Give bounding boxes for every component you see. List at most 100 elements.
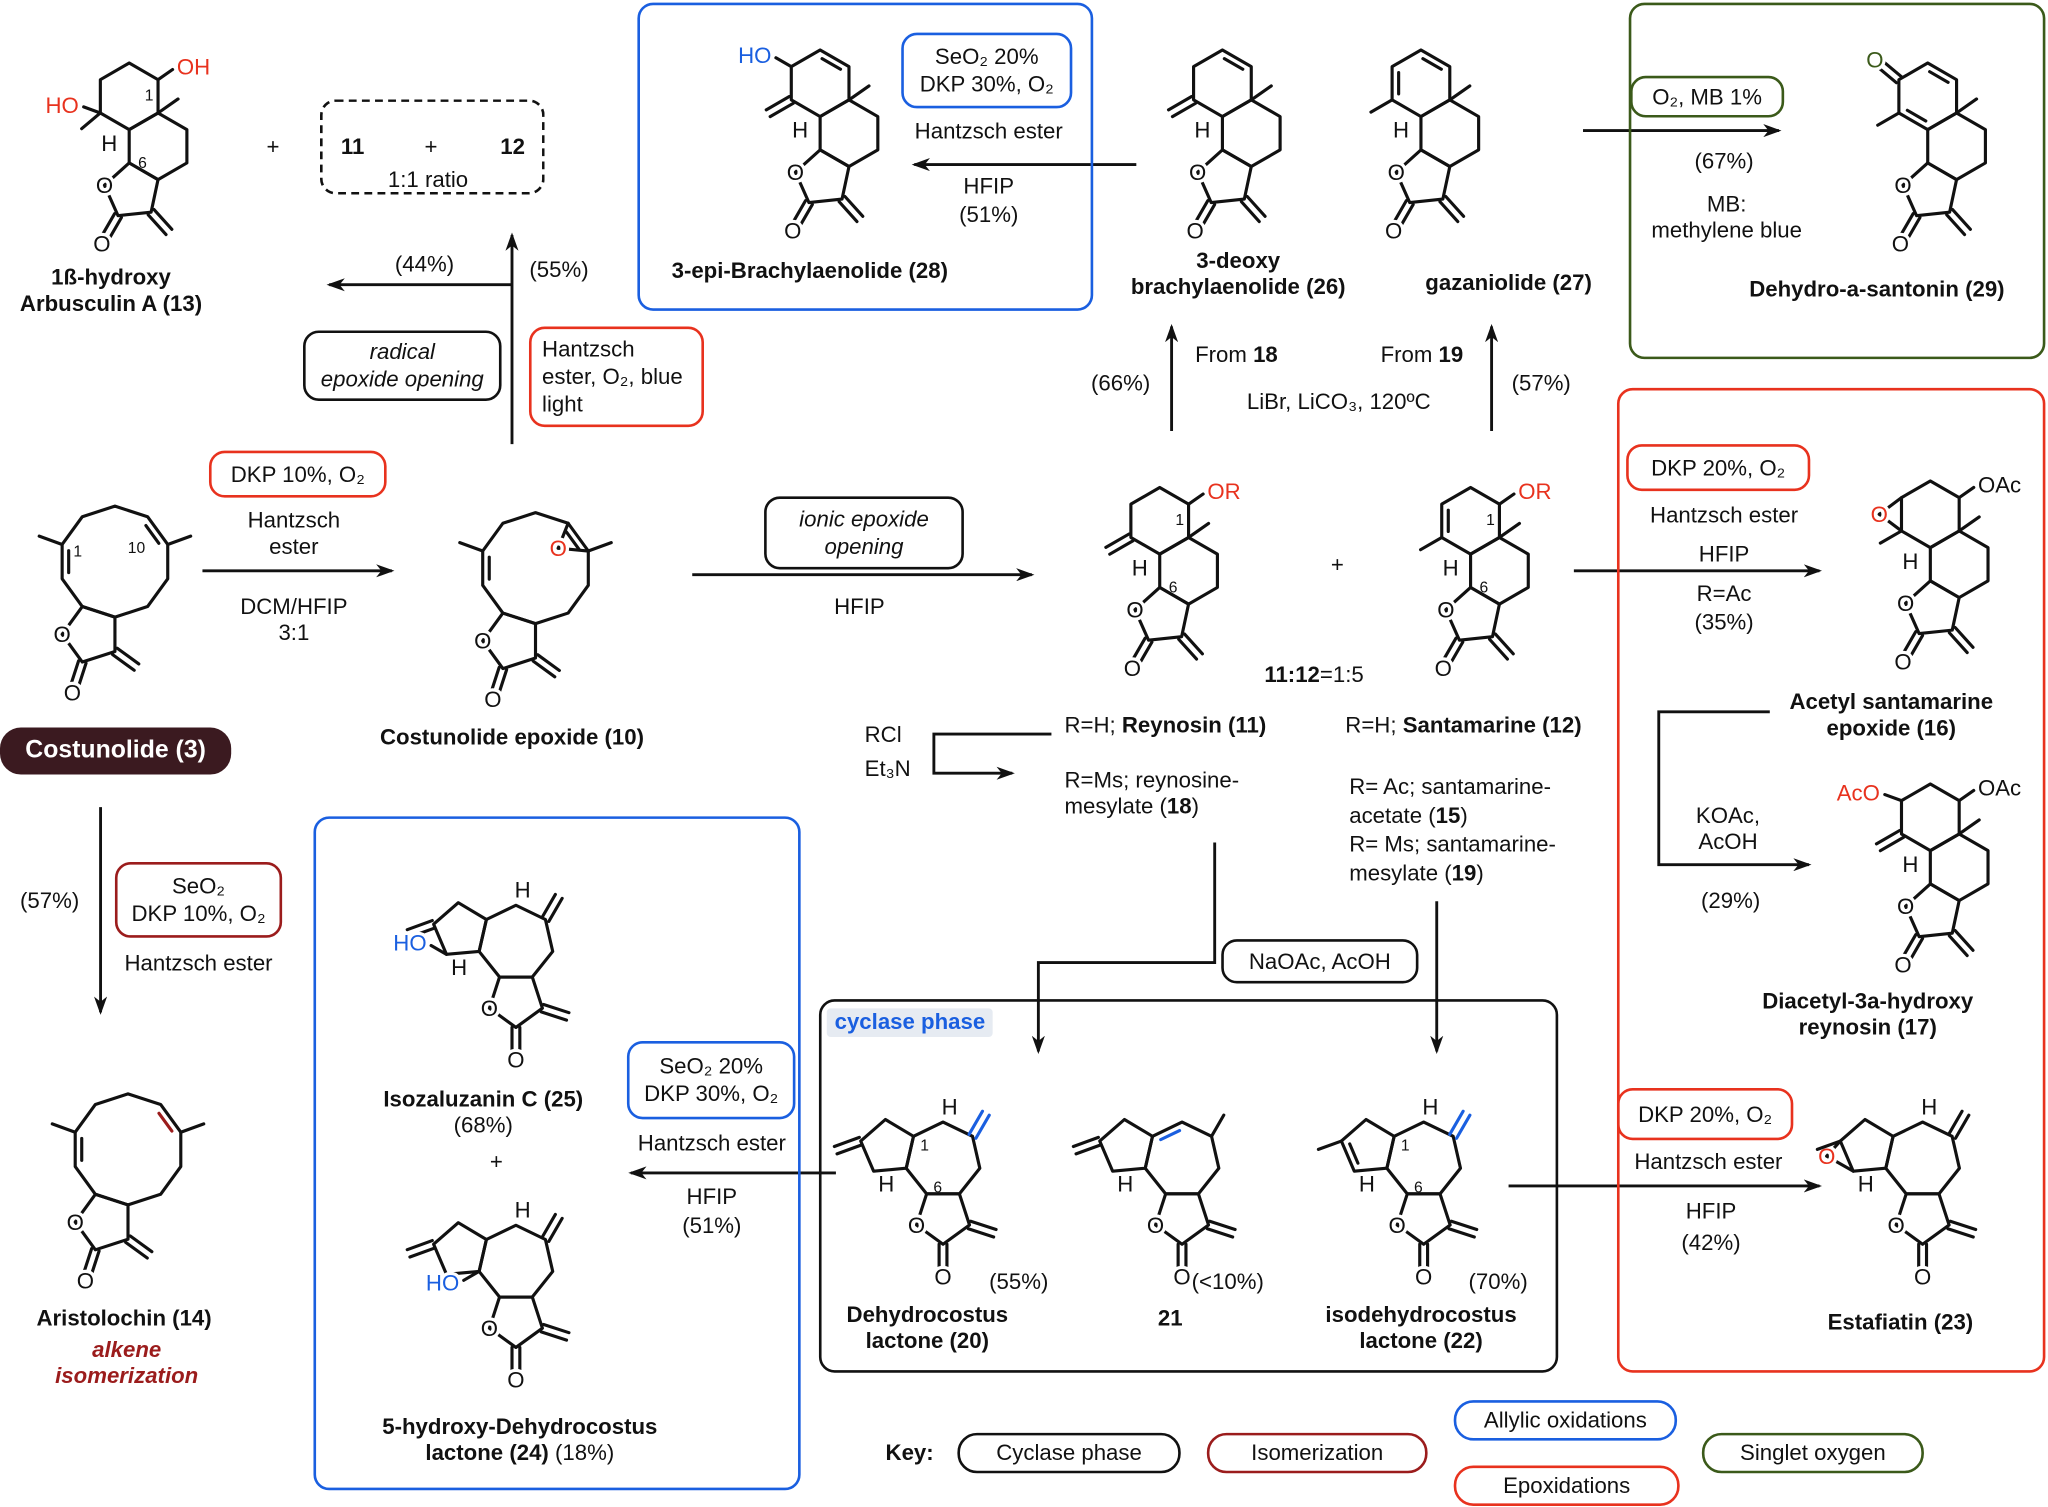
plus-sign: + [1330,552,1344,578]
atom-label: O [1435,656,1452,681]
methyl [586,541,613,553]
substituent-bond [156,67,175,82]
five-ring [432,901,488,956]
atom-label: OH [177,54,210,79]
atom-label: O [908,1213,925,1238]
exo-methylene [540,1212,557,1240]
exo-methylene [1493,632,1515,656]
lactone-ring [1196,148,1253,205]
exo-methylene [408,1246,437,1259]
exo-methylene [768,101,795,119]
atom-label: H [1422,1094,1438,1119]
exo-methylene [536,653,561,673]
atom-label: O [481,996,498,1021]
atom-label: O [550,536,567,561]
methyl [1316,1139,1343,1151]
arrow-18-to-cyclase [1031,842,1217,1055]
substituent-bond [774,56,793,69]
angular-methyl [1957,515,1981,533]
five-ring [859,1117,916,1173]
compound-25-name: Isozaluzanin C (25)(68%) [383,1086,584,1138]
atom-number-label: 6 [1480,580,1489,597]
r12-text: R=H; Santamarine (12) [1345,713,1582,738]
methyl [1876,111,1901,127]
ratio-note: 1:1 ratio [387,167,469,192]
angular-methyl [1955,97,1979,115]
carbonyl-bond [1906,216,1922,241]
key-label: Key: [885,1440,934,1466]
exo-methylene [966,1227,996,1239]
arrow-16-to-17 [1657,710,1812,872]
lactone-ring [1153,1192,1211,1246]
seo2-reagent-box: SeO₂ 20%DKP 30%, O₂ [626,1040,796,1120]
exo-methylene [835,1143,864,1156]
dkp20-reagent-box: DKP 20%, O₂ [1626,444,1811,492]
exo-methylene [1239,200,1261,224]
dkp20-reagent-box: DKP 20%, O₂ [1616,1087,1794,1141]
mb-note: MB:methylene blue [1651,191,1802,243]
methyl [37,534,64,547]
exo-methylene [1438,200,1460,224]
exo-methylene [152,207,174,231]
exo-methylene [832,1135,861,1149]
exo-methylene [124,1240,149,1260]
exo-methylene [1177,637,1199,661]
substituent-bond [1957,485,1976,500]
molecule-14: OO [50,1092,206,1297]
exo-methylene [1947,934,1969,958]
yield-55: (55%) [529,257,589,283]
atom-label: O [1887,1213,1904,1238]
atom-label: O [64,681,81,706]
angular-methyl [1187,521,1211,540]
lactone-ring [102,161,160,218]
exo-methylene [1071,1135,1100,1149]
naoac-reagent-box: NaOAc, AcOH [1221,939,1419,984]
reagent-hantzsch: Hantzsch ester [637,1131,786,1156]
exo-methylene [1953,625,1975,649]
reagent-rcl: RCl [864,722,902,748]
exo-methylene [764,94,791,112]
methyl [179,1122,206,1134]
atom-label: H [878,1172,894,1197]
double-bond [1159,1128,1182,1142]
singlet-oxygen-reagent-box: O₂, MB 1% [1630,75,1785,118]
five-ring [1838,1117,1895,1173]
lactone-ring [73,1192,130,1252]
lactone-ring [1444,585,1501,642]
key-allylic-oxidations: Allylic oxidations [1453,1400,1678,1441]
atom-label: HO [738,43,771,68]
exo-methylene [1449,1219,1479,1232]
carbonyl-bond [1448,640,1465,665]
exo-methylene [1444,194,1466,218]
ring-a [1390,48,1452,119]
exo-methylene [974,1113,991,1140]
exo-methylene [1448,1109,1465,1136]
angular-methyl [1249,84,1273,102]
ten-ring [60,504,170,619]
atom-number-label: 6 [138,155,147,172]
exo-methylene [1182,632,1204,656]
epoxide-bond [1825,1154,1855,1173]
atom-label: H [515,1198,531,1223]
atom-number-label: 1 [1486,512,1495,529]
atom-label: O [1892,231,1909,256]
carbonyl-bond [1882,60,1903,79]
atom-label: O [77,1268,94,1293]
exo-methylene [115,646,141,666]
carbonyl-bond [1901,933,1918,958]
exo-methylene [1878,835,1906,853]
angular-methyl [1448,84,1472,102]
carbonyl-bond [76,661,88,689]
plus-sign: + [489,1149,503,1175]
atom-number-label: 1 [920,1137,929,1154]
exo-methylene [542,1322,571,1335]
atom-label: O [67,1210,84,1235]
